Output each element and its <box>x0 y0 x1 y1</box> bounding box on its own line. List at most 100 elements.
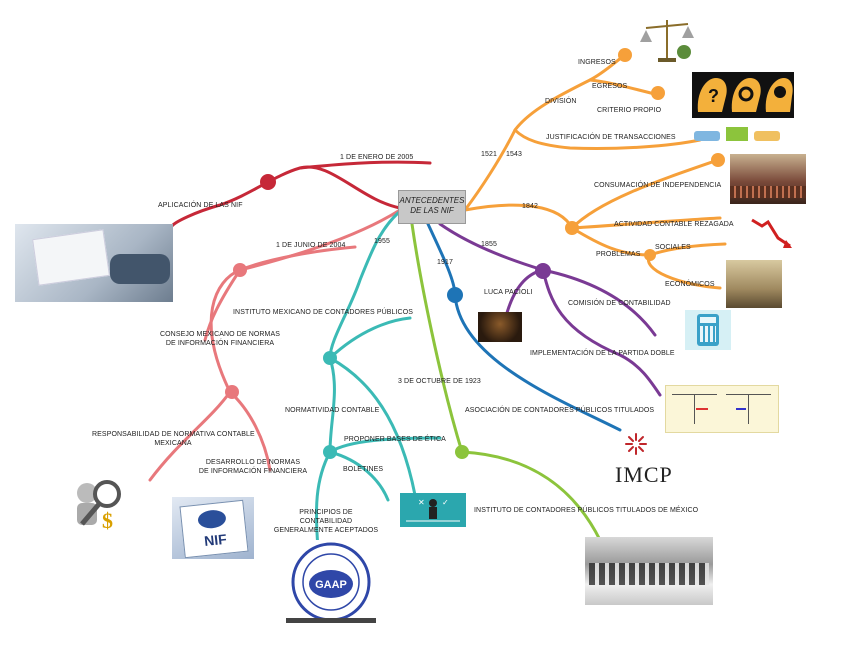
label-cinif-line2: DE INFORMACIÓN FINANCIERA <box>165 340 275 347</box>
label-cinif[interactable]: CONSEJO MEXICANO DE NORMAS DE INFORMACIÓ… <box>152 330 288 348</box>
label-asociacion[interactable]: ASOCIACIÓN DE CONTADORES PÚBLICOS TITULA… <box>465 407 655 414</box>
label-oct-1923[interactable]: 3 DE OCTUBRE DE 1923 <box>398 378 481 385</box>
label-division[interactable]: DIVISIÓN <box>545 98 577 105</box>
branch-red <box>170 165 402 228</box>
label-1917[interactable]: 1917 <box>437 259 453 266</box>
label-cinif-line1: CONSEJO MEXICANO DE NORMAS <box>159 331 281 338</box>
mexico-map-icon <box>197 508 227 530</box>
calculator-image <box>685 310 731 350</box>
node-red <box>260 174 276 190</box>
label-1543[interactable]: 1543 <box>506 151 522 158</box>
group-people <box>589 563 709 585</box>
node-orange-3 <box>651 86 665 100</box>
magnifier-dollar-image: $ <box>62 468 140 534</box>
node-salmon-2 <box>225 385 239 399</box>
label-criterio[interactable]: CRITERIO PROPIO <box>597 107 662 114</box>
label-date-2005[interactable]: 1 DE ENERO DE 2005 <box>340 154 414 161</box>
label-desarrollo-line1: DESARROLLO DE NORMAS <box>205 459 301 466</box>
node-teal-2 <box>323 445 337 459</box>
label-principios[interactable]: PRINCIPIOS DE CONTABILIDAD GENERALMENTE … <box>268 508 384 535</box>
balance-scale-image <box>638 14 696 66</box>
svg-text:$: $ <box>102 508 113 533</box>
central-title-line1: ANTECEDENTES <box>399 196 465 205</box>
label-1855[interactable]: 1855 <box>481 241 497 248</box>
label-justificacion[interactable]: JUSTIFICACIÓN DE TRANSACCIONES <box>546 134 676 141</box>
branch-purple-3 <box>541 268 662 397</box>
branch-orange-4 <box>588 78 657 96</box>
label-date-2004[interactable]: 1 DE JUNIO DE 2004 <box>276 242 346 249</box>
node-orange-1 <box>565 221 579 235</box>
gaap-caption-bar <box>286 618 376 623</box>
branch-orange-5 <box>570 158 720 230</box>
label-proponer[interactable]: PROPONER BASES DE ÉTICA <box>344 436 446 443</box>
document-paper-icon <box>32 229 110 286</box>
label-imcp-full[interactable]: INSTITUTO MEXICANO DE CONTADORES PÚBLICO… <box>233 309 414 316</box>
imcp-logo-mark <box>624 432 648 456</box>
branch-orange-8 <box>648 242 727 257</box>
svg-text:✓: ✓ <box>442 498 449 507</box>
label-principios-line3: GENERALMENTE ACEPTADOS <box>273 527 379 534</box>
branch-teal <box>328 211 400 360</box>
nif-cover: NIF <box>179 499 249 559</box>
node-orange-5 <box>644 249 656 261</box>
ethics-board-image: ✕ ✓ <box>400 493 466 527</box>
branch-purple <box>438 222 545 272</box>
branch-salmon-4 <box>203 268 242 342</box>
label-1842[interactable]: 1842 <box>522 203 538 210</box>
gaap-seal-image: GAAP <box>280 540 382 624</box>
label-normatividad[interactable]: NORMATIVIDAD CONTABLE <box>285 407 380 414</box>
label-consumacion[interactable]: CONSUMACIÓN DE INDEPENDENCIA <box>594 182 722 189</box>
branch-salmon <box>209 208 402 394</box>
label-sociales[interactable]: SOCIALES <box>655 244 691 251</box>
svg-text:?: ? <box>708 86 719 106</box>
branch-red-top <box>298 160 432 170</box>
label-boletines[interactable]: BOLETINES <box>343 466 384 473</box>
label-1521[interactable]: 1521 <box>481 151 497 158</box>
central-title-line2: DE LAS NIF <box>410 206 454 215</box>
branch-teal-7 <box>328 316 412 360</box>
svg-text:✕: ✕ <box>418 498 425 507</box>
branch-orange-6 <box>570 216 722 230</box>
branch-teal-6 <box>328 436 442 454</box>
node-blue <box>447 287 463 303</box>
label-problemas[interactable]: PROBLEMAS <box>596 251 641 258</box>
node-orange-2 <box>618 48 632 62</box>
label-luca[interactable]: LUCA PACIOLI <box>484 289 533 296</box>
branch-teal-3 <box>328 356 417 497</box>
label-principios-line2: CONTABILIDAD <box>299 518 353 525</box>
branch-salmon-2 <box>148 390 232 482</box>
label-1955[interactable]: 1955 <box>374 238 390 245</box>
branch-teal-5 <box>328 450 390 502</box>
social-painting <box>726 260 782 308</box>
label-ingresos[interactable]: INGRESOS <box>578 59 616 66</box>
branch-orange-3 <box>513 128 702 151</box>
branch-orange <box>463 203 574 230</box>
thinking-heads-image: ? <box>692 72 794 118</box>
label-actividad[interactable]: ACTIVIDAD CONTABLE REZAGADA <box>614 221 734 228</box>
label-economicos[interactable]: ECONÓMICOS <box>665 281 715 288</box>
office-meeting-image <box>15 224 173 302</box>
branch-orange-2 <box>463 53 627 212</box>
label-instituto-titulados[interactable]: INSTITUTO DE CONTADORES PÚBLICOS TITULAD… <box>474 507 699 514</box>
independence-painting <box>730 154 806 204</box>
label-resp-line1: RESPONSABILIDAD DE NORMATIVA CONTABLE <box>92 431 255 438</box>
node-purple <box>535 263 551 279</box>
label-responsabilidad[interactable]: RESPONSABILIDAD DE NORMATIVA CONTABLE ME… <box>92 430 255 448</box>
central-topic[interactable]: ANTECEDENTES DE LAS NIF <box>398 190 466 224</box>
branch-teal-2 <box>328 356 336 454</box>
label-comision[interactable]: COMISIÓN DE CONTABILIDAD <box>568 300 671 307</box>
branch-salmon-top <box>238 245 357 272</box>
gaap-text: GAAP <box>315 579 347 591</box>
branch-purple-4 <box>541 268 657 337</box>
label-aplicacion[interactable]: APLICACIÓN DE LAS NIF <box>158 202 243 209</box>
branch-green <box>410 222 464 454</box>
declining-chart-image <box>750 212 792 250</box>
label-egresos[interactable]: EGRESOS <box>592 83 628 90</box>
imcp-logo-text: IMCP <box>615 462 673 487</box>
node-salmon <box>233 263 247 277</box>
label-desarrollo[interactable]: DESARROLLO DE NORMAS DE INFORMACIÓN FINA… <box>196 458 310 476</box>
label-partida[interactable]: IMPLEMENTACIÓN DE LA PARTIDA DOBLE <box>530 350 675 357</box>
group-photo-image <box>585 537 713 605</box>
